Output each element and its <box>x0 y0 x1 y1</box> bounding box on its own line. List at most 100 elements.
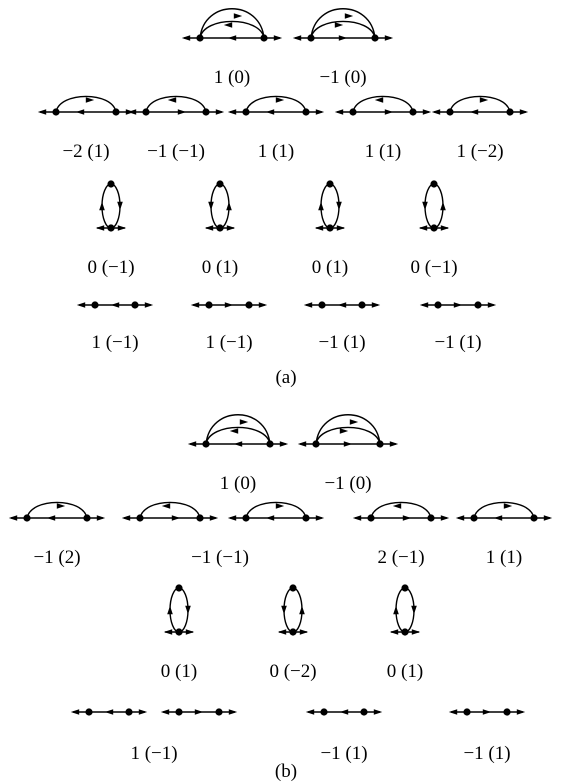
tadpole-diagram <box>204 180 236 232</box>
arrow-head <box>440 515 450 521</box>
arrow-head <box>503 503 513 509</box>
arrow-head <box>292 35 302 41</box>
arrow-head <box>422 201 428 211</box>
arrow-head <box>227 35 237 41</box>
vertex-dot <box>85 708 93 716</box>
vertex-dot <box>242 514 250 522</box>
arrow-head <box>338 35 348 41</box>
diagram-weight-label: −1 (1) <box>320 743 368 764</box>
vertex-dot <box>266 440 274 448</box>
tadpole-diagram <box>418 180 450 232</box>
arrow-head <box>226 225 236 231</box>
diagram-weight-label: −1 (0) <box>319 67 367 88</box>
arrow-head <box>233 13 243 19</box>
single-arc-diagram <box>455 501 553 522</box>
loop-propagator <box>320 183 340 229</box>
vertex-dot <box>125 708 133 716</box>
arrow-head <box>233 441 243 447</box>
diagram-weight-label: −1 (2) <box>33 547 81 568</box>
vertex-dot <box>360 708 368 716</box>
arrow-head <box>138 709 148 715</box>
arrow-head <box>315 515 325 521</box>
vertex-dot <box>312 440 320 448</box>
vertex-dot <box>474 301 482 309</box>
arrow-head <box>422 109 432 115</box>
tadpole-diagram <box>314 180 346 232</box>
arrow-head <box>110 302 120 308</box>
vertex-dot <box>202 440 210 448</box>
arrow-head <box>344 13 354 19</box>
diagram-weight-label: 1 (1) <box>485 547 523 568</box>
single-arc-diagram <box>8 501 106 522</box>
vertex-dot <box>349 108 357 116</box>
diagram-weight-label: 0 (1) <box>311 257 349 278</box>
arrow-head <box>239 419 249 425</box>
vertex-dot <box>289 584 297 592</box>
arrow-head <box>209 515 219 521</box>
propagator-arc <box>352 95 414 113</box>
vertex-dot <box>242 108 250 116</box>
line-diagram <box>160 708 238 716</box>
line-diagram <box>305 708 383 716</box>
propagator-arc <box>370 501 432 519</box>
arrow-head <box>181 35 191 41</box>
arrow-head <box>185 605 191 615</box>
diagram-weight-label: 0 (−1) <box>87 257 135 278</box>
vertex-dot <box>307 34 315 42</box>
vertex-dot <box>205 301 213 309</box>
vertex-dot <box>409 108 417 116</box>
arrow-head <box>37 109 47 115</box>
arrow-head <box>339 428 349 434</box>
double-arc-diagram <box>297 414 399 448</box>
arrow-head <box>384 109 394 115</box>
diagram-weight-label: 0 (1) <box>201 257 239 278</box>
diagram-weight-label: 1 (0) <box>213 67 251 88</box>
vertex-dot <box>427 514 435 522</box>
vertex-dot <box>371 34 379 42</box>
arrow-head <box>337 302 347 308</box>
arrow-head <box>448 709 458 715</box>
arrow-head <box>349 419 359 425</box>
arrow-head <box>440 201 446 211</box>
arrow-head <box>431 109 441 115</box>
propagator-arc <box>310 20 376 39</box>
vertex-dot <box>434 301 442 309</box>
propagator-arc <box>199 8 265 39</box>
arrow-head <box>204 225 214 231</box>
arrow-head <box>343 441 353 447</box>
loop-propagator <box>283 587 303 633</box>
diagram-weight-label: −1 (1) <box>463 743 511 764</box>
arrow-head <box>75 109 85 115</box>
loop-propagator <box>395 587 415 633</box>
diagram-weight-label: 1 (0) <box>219 473 257 494</box>
arrow-head <box>543 515 553 521</box>
double-arc-diagram <box>292 8 394 42</box>
arrow-head <box>227 109 237 115</box>
arrow-head <box>318 201 324 211</box>
diagram-weight-label: 1 (−1) <box>91 332 139 353</box>
single-arc-diagram <box>37 95 135 116</box>
arrow-head <box>117 201 123 211</box>
vertex-dot <box>196 514 204 522</box>
vertex-dot <box>289 628 297 636</box>
vertex-dot <box>202 108 210 116</box>
vertex-dot <box>107 180 115 188</box>
diagram-weight-label: 1 (−2) <box>456 141 504 162</box>
arrow-head <box>393 605 399 615</box>
propagator-arc <box>449 95 511 113</box>
arrow-head <box>275 503 285 509</box>
propagator-arc <box>26 501 88 519</box>
arrow-head <box>187 441 197 447</box>
loop-propagator <box>210 183 230 229</box>
arrow-head <box>419 302 429 308</box>
arrow-head <box>161 503 171 509</box>
line-diagram <box>190 301 268 309</box>
panel-caption: (a) <box>275 367 297 388</box>
arrow-head <box>482 709 492 715</box>
arrow-head <box>96 515 106 521</box>
vertex-dot <box>401 628 409 636</box>
single-arc-diagram <box>431 95 529 116</box>
vertex-dot <box>326 180 334 188</box>
